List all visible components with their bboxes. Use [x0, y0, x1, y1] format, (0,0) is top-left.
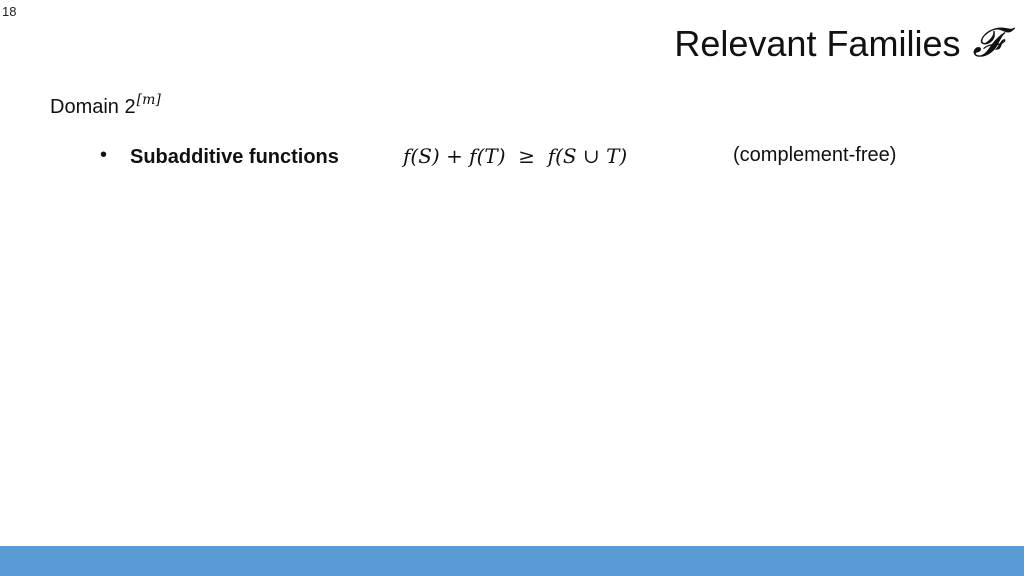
script-f-symbol: 𝓕 [972, 20, 1002, 66]
bullet-item-subadditive: • Subadditive functions f(S) + f(T) ≥ f(… [100, 144, 1000, 172]
bullet-note: (complement-free) [733, 144, 897, 166]
bullet-marker: • [100, 144, 108, 166]
slide-title-text: Relevant Families [674, 23, 961, 64]
bullet-term: Subadditive functions [130, 146, 339, 168]
domain-label: Domain 2 [50, 96, 136, 118]
footer-bar [0, 546, 1024, 576]
domain-superscript: [m] [136, 92, 161, 108]
domain-heading: Domain 2[m] [50, 92, 161, 119]
slide-number: 18 [2, 4, 17, 19]
slide-title: Relevant Families 𝓕 [674, 20, 1002, 66]
subadditivity-formula: f(S) + f(T) ≥ f(S ∪ T) [403, 144, 628, 168]
